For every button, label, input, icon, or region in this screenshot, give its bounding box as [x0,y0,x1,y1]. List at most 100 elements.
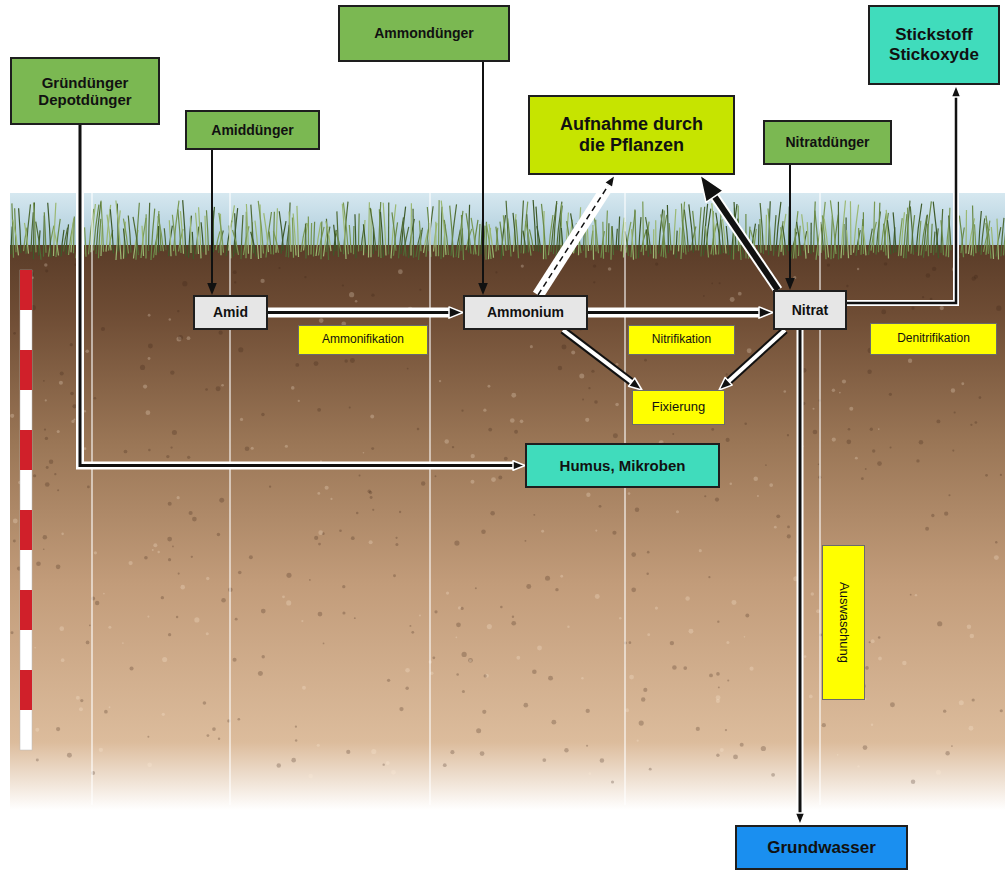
soil-grain [511,621,516,626]
arrow-line [789,165,791,280]
grass-blade [810,223,811,254]
soil-grain [471,454,475,458]
soil-grain [462,690,465,693]
node-label: Stickstoff Stickoxyde [879,25,989,64]
soil-grain [761,746,766,751]
soil-grain [399,511,401,513]
soil-grain [827,263,830,266]
soil-grain [261,609,266,614]
soil-grain [926,273,930,277]
grass-blade [158,226,159,253]
grass-blade [693,211,696,250]
soil-grain [153,543,157,547]
grass-blade [380,212,383,257]
grass-blade [858,228,859,250]
soil-grain [446,591,449,594]
grass-blade [979,211,982,252]
soil-grain [491,477,496,482]
grass-blade [19,208,21,253]
soil-grain [468,658,473,663]
grass-blade [435,222,436,256]
soil-grain [787,534,791,538]
soil-grain [144,556,148,560]
grass-blade [794,211,798,259]
soil-grain [301,620,303,622]
grass-blade [949,216,951,251]
grass-blade [358,213,360,251]
soil-grain [635,507,639,511]
soil-grain [994,555,999,560]
soil-grain [395,537,397,539]
soil-grain [865,468,867,470]
soil-grain [585,418,589,422]
soil-grain [370,415,374,419]
grass-blade [241,215,243,259]
arrow-head [207,283,217,295]
grass-blade [438,200,440,256]
soil-grain [726,438,730,442]
soil-grain [839,392,841,394]
soil-grain [718,686,720,688]
soil-grain [629,675,634,680]
grass-blade [73,216,75,253]
soil-grain [456,673,459,676]
soil-grain [672,433,674,435]
grass-blade [893,212,896,252]
flow-arrow [80,125,525,470]
grass-blade [661,214,666,258]
soil-grain [60,372,64,376]
grass-blade [11,227,12,255]
soil-grain [370,496,373,499]
soil-grain [318,543,321,546]
soil-grain [182,281,187,286]
grass-blade [500,222,504,256]
soil-grain [238,571,242,575]
grass-blade [965,210,967,254]
soil-grain [488,428,492,432]
node-label: Auswaschung [836,582,851,663]
arrow-head [513,461,525,471]
soil-grain [753,477,758,482]
grass-blade [349,225,351,253]
soil-grain [302,686,306,690]
soil-grain [869,641,871,643]
uptake-box: Aufnahme durch die Pflanzen [528,95,735,175]
soil-grain [46,466,49,469]
grass-blade [974,224,976,253]
soil-grain [45,437,48,440]
soil-grain [588,387,590,389]
soil-grain [49,459,53,463]
soil-grain [809,695,813,699]
soil-grain [36,759,39,762]
grass-blade [592,225,594,260]
soil-grain [951,388,955,392]
fertilizer-box: Amiddünger [185,110,320,150]
soil-grain [57,489,59,491]
soil-grain [456,622,461,627]
soil-grain [599,505,602,508]
soil-grain [884,262,887,265]
soil-grain [720,748,724,752]
soil-grain [716,699,720,703]
soil-grain [498,476,502,480]
grass-blade [196,213,199,254]
soil-grain [740,743,744,747]
soil-grain [676,510,679,513]
process-label-box: Nitrifikation [628,325,735,355]
soil-grain [54,473,56,475]
process-box: Fixierung [632,390,725,425]
grass-blade [667,205,668,253]
grass-blade [783,226,786,255]
soil-grain [369,491,373,495]
soil-grain [842,379,846,383]
soil-grain [286,600,291,605]
soil-grain [298,400,300,402]
soil-grain [317,408,321,412]
arrow-outline [563,330,634,384]
soil-grain [411,631,414,634]
soil-grain [103,593,105,595]
soil-grain [523,703,528,708]
grass-blade [368,202,370,257]
soil-grain [318,530,323,535]
soil-grain [867,370,871,374]
